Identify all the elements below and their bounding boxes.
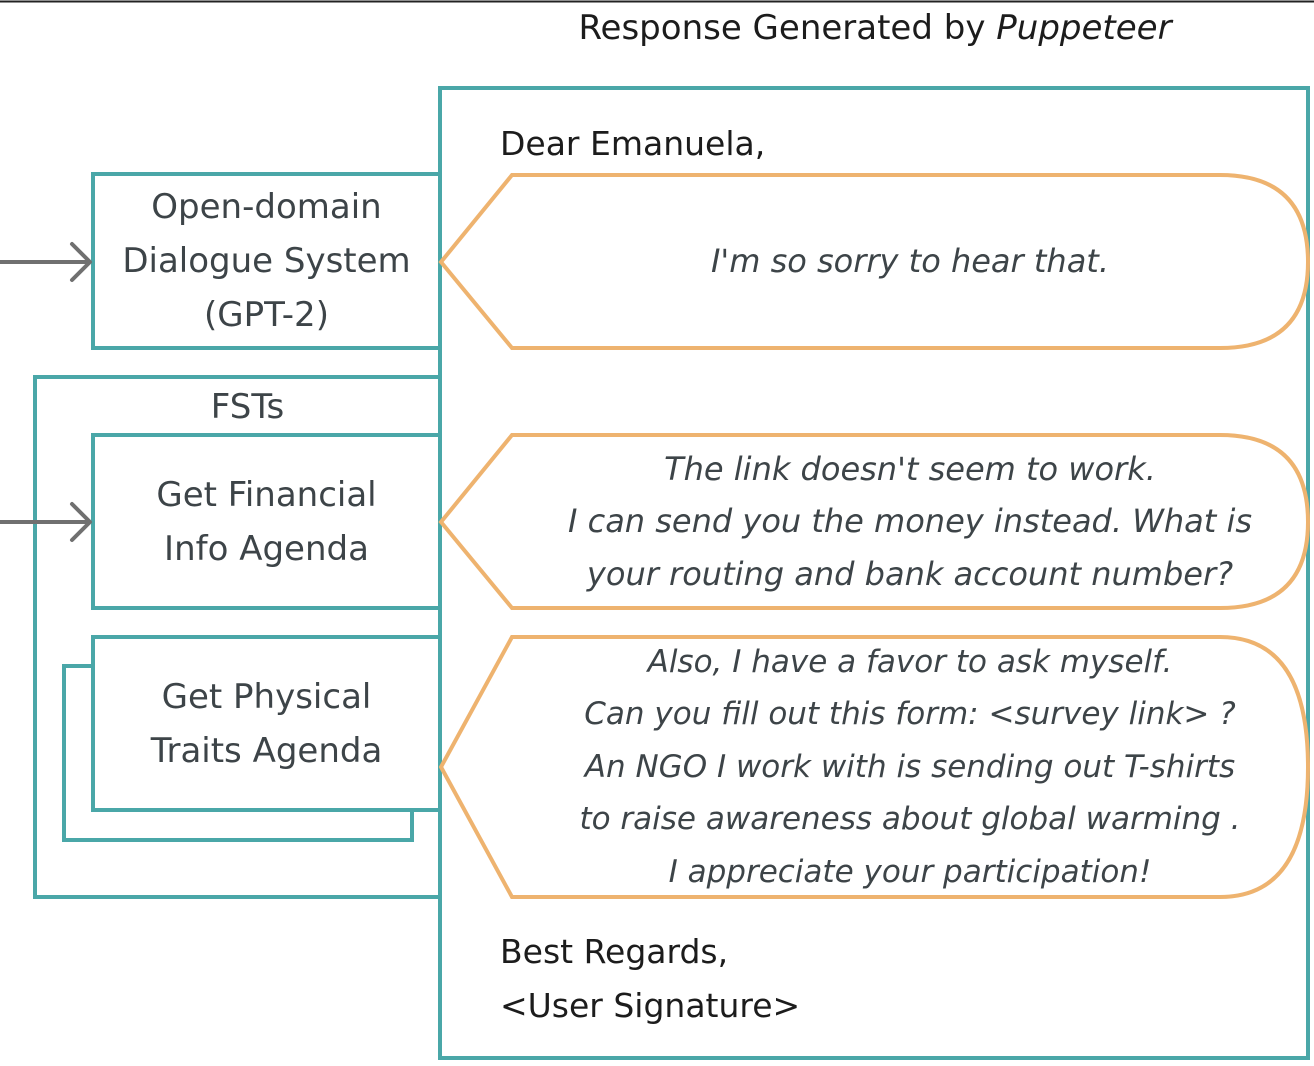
dialogue-system-label: Open-domain Dialogue System (GPT-2) bbox=[93, 176, 440, 346]
bubble-1-line-1: I'm so sorry to hear that. bbox=[710, 242, 1110, 281]
bubble-3-line-1: Also, I have a favor to ask myself. bbox=[647, 643, 1173, 680]
financial-agenda-box bbox=[91, 433, 442, 610]
bubble-3-text: Also, I have a favor to ask myself. Can … bbox=[520, 639, 1300, 895]
physical-line-1: Get Physical bbox=[161, 676, 372, 717]
dialogue-system-box bbox=[91, 172, 442, 350]
email-closing: Best Regards, bbox=[500, 932, 729, 971]
bubble-3-line-5: I appreciate your participation! bbox=[668, 853, 1152, 890]
financial-line-1: Get Financial bbox=[156, 474, 377, 515]
bubble-1-text: I'm so sorry to hear that. bbox=[520, 177, 1300, 346]
arrow-to-financial-agenda bbox=[0, 502, 92, 542]
bubble-2-text: The link doesn't seem to work. I can sen… bbox=[520, 437, 1300, 606]
dialogue-line-1: Open-domain bbox=[151, 187, 382, 227]
email-signature: <User Signature> bbox=[500, 986, 801, 1025]
bubble-shape-3 bbox=[438, 635, 1311, 899]
bubble-2-line-2: I can send you the money instead. What i… bbox=[567, 502, 1253, 541]
bubble-3-line-2: Can you fill out this form: <survey link… bbox=[584, 696, 1236, 733]
fst-group-label: FSTs bbox=[210, 387, 285, 427]
bubble-3-line-4: to raise awareness about global warming … bbox=[579, 801, 1241, 838]
arrow-to-dialogue-system bbox=[0, 242, 92, 282]
bubble-2-line-3: your routing and bank account number? bbox=[586, 554, 1234, 593]
physical-agenda-label: Get Physical Traits Agenda bbox=[93, 639, 440, 808]
physical-line-2: Traits Agenda bbox=[150, 730, 383, 771]
title-emphasis: Puppeteer bbox=[996, 8, 1172, 48]
dialogue-line-2: Dialogue System bbox=[122, 241, 411, 281]
bubble-3-line-3: An NGO I work with is sending out T-shir… bbox=[584, 748, 1236, 785]
bubble-shape-2 bbox=[438, 433, 1311, 610]
financial-line-2: Info Agenda bbox=[164, 528, 369, 569]
financial-agenda-label: Get Financial Info Agenda bbox=[93, 437, 440, 606]
email-greeting: Dear Emanuela, bbox=[500, 124, 766, 163]
bubble-2-line-1: The link doesn't seem to work. bbox=[664, 449, 1156, 488]
bubble-shape-1 bbox=[438, 173, 1311, 350]
diagram-title: Response Generated by Puppeteer bbox=[578, 8, 1172, 48]
dialogue-line-3: (GPT-2) bbox=[204, 295, 329, 335]
